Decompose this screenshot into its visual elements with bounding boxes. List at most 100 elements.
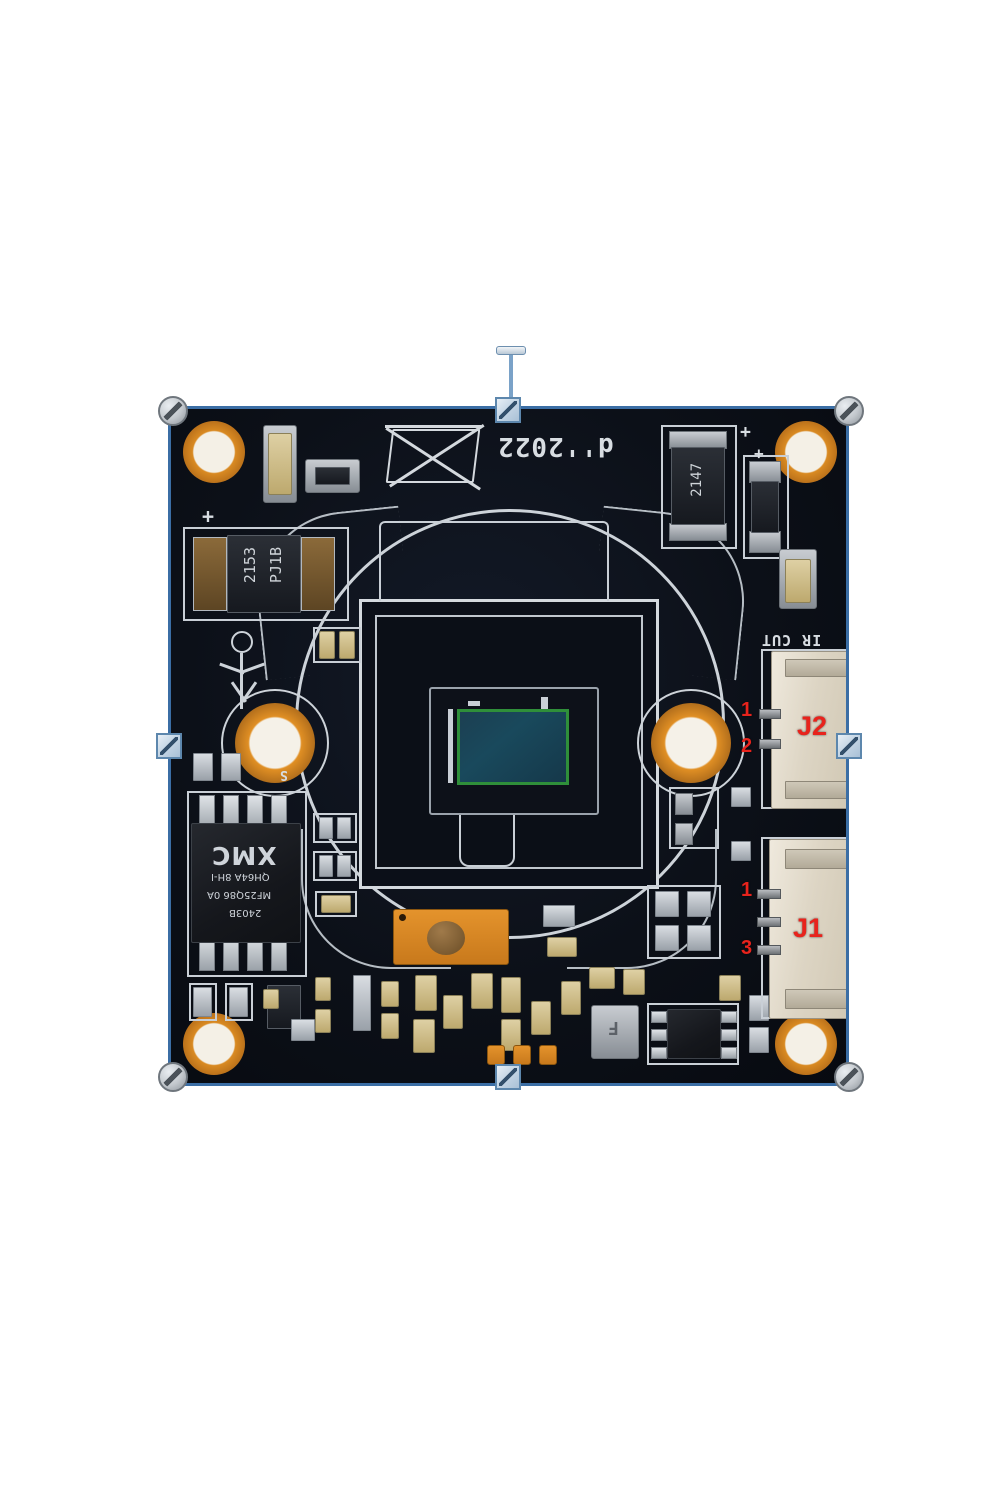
j1-slot-bottom (785, 989, 846, 1009)
handle-middle-right[interactable] (836, 733, 862, 759)
passive-mid2-1 (319, 817, 333, 839)
passive-mid4-1 (321, 895, 351, 913)
lens-screw-hole-left (235, 703, 315, 783)
passive-bl-9 (381, 1013, 399, 1039)
flash-ic-line4: 2403B (229, 907, 262, 918)
passive-mid3-1 (319, 855, 333, 877)
passive-mid-1 (319, 631, 335, 659)
diode-pad-pj1b-right (301, 537, 335, 611)
j1-pin-1 (757, 889, 781, 899)
passive-bc-6 (501, 1019, 521, 1051)
passive-left-2 (221, 753, 241, 781)
silk-ref-s: S (279, 767, 288, 782)
flash-ic-line2: QH64A 8H-I (211, 871, 270, 882)
passive-br-1 (749, 995, 769, 1021)
passive-bl-1 (193, 987, 212, 1017)
cap-body-tr (785, 559, 811, 603)
ic-outline-flash (187, 791, 307, 977)
passive-right-2 (731, 841, 751, 861)
passive-br-3 (589, 967, 615, 989)
flash-ic-brand: XMC (211, 841, 277, 870)
image-sensor-die (460, 712, 566, 782)
passive-group-bl-2 (225, 983, 253, 1021)
passive-br-2 (749, 1027, 769, 1053)
passive-right-6 (687, 925, 711, 951)
passive-group-mid2 (313, 813, 357, 843)
weee-lid-line (385, 425, 481, 428)
passive-bc-2 (413, 1019, 435, 1053)
diode-outline-small-tr (743, 455, 789, 559)
stick-figure-arm-right (239, 662, 265, 675)
power-ic-bottom-right (667, 1009, 721, 1059)
lens-shroud-silk (379, 521, 609, 601)
power-ic-lead-1 (651, 1011, 667, 1023)
diode-pj1b-marking-line2: PJ1B (267, 547, 285, 584)
power-ic-lead-2 (651, 1029, 667, 1041)
inductor-bottom (591, 1005, 639, 1059)
polarity-marker-left: + (201, 505, 215, 529)
image-selection-frame[interactable]: d''2022 S IR CUT 2153 P (168, 406, 849, 1086)
passive-right-3 (655, 891, 679, 917)
rotate-handle[interactable] (496, 346, 526, 355)
image-sensor-die-frame (457, 709, 569, 785)
passive-bl-8 (381, 981, 399, 1007)
passive-mid-2 (339, 631, 355, 659)
passive-bc-8 (561, 981, 581, 1015)
handle-top-left[interactable] (158, 396, 188, 426)
j2-label: J2 (797, 711, 828, 741)
test-pad-3 (539, 1045, 557, 1065)
j1-pin-2 (757, 917, 781, 927)
passive-right-4 (687, 891, 711, 917)
passive-group-mid (313, 627, 361, 663)
sensor-edge-marker-left (448, 709, 453, 783)
power-ic-lead-6 (721, 1047, 737, 1059)
regulator-right-pad1 (675, 793, 693, 815)
j2-slot-top (785, 659, 846, 677)
j2-pin-1-label: 1 (741, 699, 753, 721)
diode-2147-body (671, 447, 725, 525)
lens-screw-hole-right (651, 703, 731, 783)
inductor-marking: F (607, 1017, 619, 1038)
power-ic-lead-3 (651, 1047, 667, 1059)
passive-group-mid3 (313, 851, 357, 881)
handle-bottom-left[interactable] (158, 1062, 188, 1092)
diode-small-tr-pad-top (749, 461, 781, 483)
passive-bc-7 (531, 1001, 551, 1035)
flash-ic-line3: MF25Q86 0A (207, 889, 272, 900)
silk-date-code: d''2022 (497, 431, 614, 461)
j1-pin-3-label: 3 (741, 937, 753, 959)
handle-bottom-center[interactable] (495, 1064, 521, 1090)
handle-top-right[interactable] (834, 396, 864, 426)
passive-group-right-1 (647, 885, 721, 959)
rotate-handle-stem (509, 352, 513, 410)
passive-bl-6 (315, 1009, 331, 1033)
tantalum-cap-body-tl (268, 433, 292, 495)
mounting-hole-bottom-right (775, 1013, 837, 1075)
silk-ir-cut-label: IR CUT (761, 631, 822, 649)
j2-pin-2 (759, 739, 781, 749)
test-pad-2 (513, 1045, 531, 1065)
regulator-outline-right (669, 787, 719, 849)
passive-right-7 (543, 905, 575, 927)
passive-left-1 (193, 753, 213, 781)
handle-top-center[interactable] (495, 397, 521, 423)
passive-br-4 (623, 969, 645, 995)
j1-label: J1 (793, 913, 824, 943)
diode-2147-pad-bottom (669, 523, 727, 541)
polarity-marker-right-1: + (739, 421, 751, 442)
flash-memory-ic (191, 823, 301, 943)
diode-body-pj1b (227, 535, 301, 613)
fpc-marker-dot (399, 914, 406, 921)
diode-small-tr-body (751, 481, 779, 533)
passive-bc-4 (471, 973, 493, 1009)
diode-2147-marking: 2147 (689, 463, 705, 497)
passive-bl-2 (229, 987, 248, 1017)
handle-bottom-right[interactable] (834, 1062, 864, 1092)
handle-middle-left[interactable] (156, 733, 182, 759)
power-ic-lead-4 (721, 1011, 737, 1023)
passive-bc-1 (415, 975, 437, 1011)
passive-right-5 (655, 925, 679, 951)
j2-pin-2-label: 2 (741, 735, 753, 757)
passive-bl-4 (263, 989, 279, 1009)
